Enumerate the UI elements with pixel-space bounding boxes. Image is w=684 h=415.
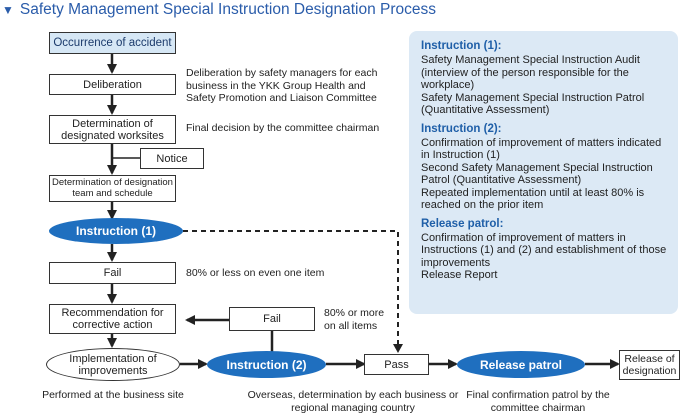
note-fail-threshold: 80% or less on even one item: [186, 267, 325, 279]
node-implementation-label: Implementation of improvements: [69, 352, 157, 377]
node-fail2: Fail: [229, 307, 315, 331]
node-recommendation: Recommendation for corrective action: [49, 304, 176, 334]
node-recommendation-label: Recommendation for corrective action: [61, 307, 164, 331]
panel-section-item: Safety Management Special Instruction Au…: [421, 54, 640, 91]
dashed-pass-path: [183, 230, 399, 346]
node-fail1: Fail: [49, 262, 176, 284]
panel-section-item: Second Safety Management Special Instruc…: [421, 161, 653, 187]
node-release-designation: Release of designation: [619, 350, 680, 380]
node-deliberation: Deliberation: [49, 74, 176, 95]
panel-section-release-patrol: Release patrol: Confirmation of improvem…: [421, 217, 668, 282]
node-occurrence: Occurrence of accident: [49, 32, 176, 54]
panel-section-instruction1: Instruction (1): Safety Management Speci…: [421, 39, 668, 117]
panel-section-instruction2: Instruction (2): Confirmation of improve…: [421, 122, 668, 212]
note-deliberation: Deliberation by safety managers for each…: [186, 67, 378, 104]
instruction-info-panel: Instruction (1): Safety Management Speci…: [409, 31, 678, 314]
panel-section-title: Instruction (1):: [421, 40, 502, 52]
panel-section-item: Release Report: [421, 269, 498, 281]
node-instruction2: Instruction (2): [207, 351, 326, 378]
node-occurrence-label: Occurrence of accident: [53, 37, 172, 49]
node-pass-label: Pass: [384, 358, 409, 371]
panel-section-item: Safety Management Special Instruction Pa…: [421, 91, 645, 117]
node-release-patrol-label: Release patrol: [479, 357, 563, 372]
panel-section-title: Release patrol:: [421, 217, 504, 230]
node-determination-team: Determination of designation team and sc…: [49, 175, 176, 202]
node-determination-worksites: Determination of designated worksites: [49, 115, 176, 144]
note-overseas: Overseas, determination by each business…: [247, 389, 459, 414]
node-deliberation-label: Deliberation: [83, 78, 142, 91]
page-title: ▼ Safety Management Special Instruction …: [2, 0, 436, 20]
triangle-down-icon: ▼: [2, 3, 14, 17]
title-text: Safety Management Special Instruction De…: [19, 1, 437, 18]
node-fail1-label: Fail: [103, 267, 122, 279]
panel-section-item: Repeated implementation until at least 8…: [421, 186, 645, 212]
dashed-pass-arrowhead: [393, 344, 403, 353]
note-final-confirmation: Final confirmation patrol by the committ…: [466, 389, 610, 414]
node-implementation: Implementation of improvements: [46, 348, 180, 381]
note-final-decision: Final decision by the committee chairman: [186, 122, 380, 134]
node-release-patrol: Release patrol: [457, 351, 585, 378]
panel-section-item: Confirmation of improvement of matters i…: [421, 136, 662, 162]
note-performed-at: Performed at the business site: [42, 389, 184, 401]
node-notice-label: Notice: [156, 152, 188, 165]
node-instruction1-label: Instruction (1): [76, 224, 156, 238]
node-instruction2-label: Instruction (2): [226, 357, 307, 372]
node-fail2-label: Fail: [263, 313, 281, 325]
note-pass-threshold: 80% or more on all items: [324, 307, 385, 332]
node-pass: Pass: [364, 354, 429, 375]
node-determination-worksites-label: Determination of designated worksites: [61, 117, 164, 142]
panel-section-title: Instruction (2):: [421, 122, 502, 135]
node-determination-team-label: Determination of designation team and sc…: [52, 177, 173, 199]
node-instruction1: Instruction (1): [49, 218, 183, 244]
panel-section-item: Confirmation of improvement of matters i…: [421, 231, 667, 269]
node-notice: Notice: [140, 148, 204, 169]
node-release-designation-label: Release of designation: [622, 353, 677, 377]
